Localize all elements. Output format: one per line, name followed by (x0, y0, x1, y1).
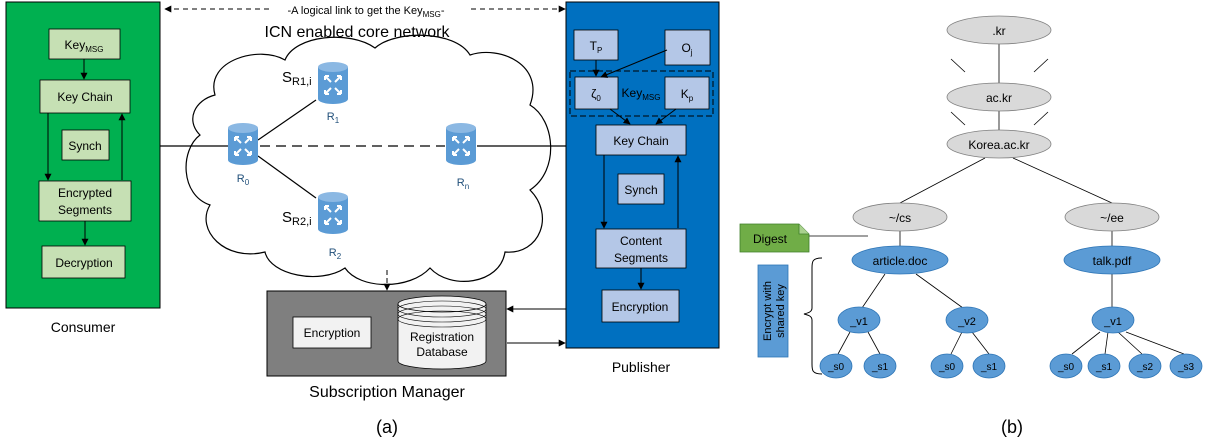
leaf-ee-s1 (1087, 353, 1121, 379)
consumer-key-chain-box (39, 79, 131, 114)
link-r0-r1 (257, 99, 317, 141)
publisher-key-chain-box (595, 124, 687, 156)
leaf-v1-s1 (863, 353, 897, 379)
tree-node-cs-v1-label: _v1 (849, 316, 868, 328)
tree-node-ee-v1-label: _v1 (1103, 316, 1122, 328)
publisher-kp-box (664, 76, 710, 110)
tree-node-talk (1063, 245, 1161, 275)
consumer-encrypted-segments-box (38, 180, 132, 222)
tree-node-ee-v1 (1091, 306, 1135, 334)
publisher-content-segments-box (595, 228, 687, 269)
subscription-manager-label: Subscription Manager (309, 384, 465, 401)
encrypt-brace (803, 257, 823, 375)
leaf-ee-s3 (1169, 353, 1203, 379)
consumer-key-chain-label: Key Chain (57, 90, 112, 104)
leaf-ee-s2 (1128, 353, 1162, 379)
digest-label: Digest (753, 232, 788, 246)
logical-link-label: -A logical link to get the KeyMSG- (287, 5, 444, 19)
caption-b: (b) (1001, 417, 1023, 437)
caption-a: (a) (376, 417, 398, 437)
network-title: ICN enabled core network (265, 24, 451, 41)
consumer-encrypted-label: Encrypted (58, 186, 112, 200)
publisher-zeta-box (574, 76, 619, 110)
tree-edges (809, 44, 1185, 355)
leaf-v2-s0-label: _s0 (938, 362, 956, 373)
database-label-line1: Registration (410, 330, 474, 344)
database-label-line2: Database (416, 345, 468, 359)
tree-node-ee-label: ~/ee (1100, 211, 1124, 225)
publisher-synch-box (617, 173, 665, 205)
leaf-v1-s1-label: _s1 (871, 362, 889, 373)
publisher-keymsg-label: KeyMSG (622, 86, 661, 102)
consumer-synch-box (61, 129, 110, 161)
leaf-v2-s1 (972, 353, 1006, 379)
leaf-v2-s1-label: _s1 (980, 362, 998, 373)
publisher-zeta-label: ζ0 (591, 87, 601, 103)
tree-node-cs-v2 (945, 306, 989, 334)
leaf-ee-s1-label: _s1 (1095, 362, 1113, 373)
router-r0-icon (227, 122, 259, 166)
router-r0-label: R0 (237, 173, 250, 187)
tree-node-article-label: article.doc (873, 254, 928, 268)
manager-encryption-box (292, 316, 372, 349)
leaf-v1-s0-label: _s0 (827, 362, 845, 373)
tree-node-cs (852, 202, 948, 232)
router-rn-label: Rn (457, 177, 469, 191)
publisher-oj-label: Oj (681, 41, 692, 57)
consumer-keymsg-label: KeyMSG (65, 38, 104, 54)
tree-node-ackr-label: ac.kr (986, 91, 1012, 105)
tree-node-ackr (946, 82, 1052, 112)
leaf-v2-s0 (930, 353, 964, 379)
consumer-segments-label: Segments (58, 203, 112, 217)
publisher-label: Publisher (612, 359, 671, 375)
leaf-ee-s0 (1049, 353, 1083, 379)
consumer-label: Consumer (51, 319, 116, 335)
router-rn-icon (445, 122, 477, 166)
publisher-synch-label: Synch (624, 183, 657, 197)
registration-database-icon (397, 295, 487, 370)
consumer-decryption-box (41, 245, 126, 279)
icn-cloud (185, 34, 552, 285)
leaf-ee-s0-label: _s0 (1057, 362, 1075, 373)
tree-node-cs-v2-label: _v2 (957, 316, 976, 328)
encrypt-shared-key-box (757, 264, 789, 358)
publisher-encryption-box (601, 289, 680, 323)
publisher-segments-label: Segments (614, 251, 668, 265)
publisher-tp-box (573, 29, 619, 61)
encrypt-label-line2: shared key (775, 284, 787, 338)
publisher-encryption-label: Encryption (612, 300, 669, 314)
consumer-synch-label: Synch (68, 139, 101, 153)
tree-node-kr-label: .kr (992, 24, 1005, 38)
tree-node-article (851, 245, 949, 275)
tree-node-korea (946, 129, 1052, 159)
publisher-tp-label: TP (590, 39, 603, 55)
tree-node-korea-label: Korea.ac.kr (968, 138, 1029, 152)
link-r0-r2 (257, 155, 317, 199)
leaf-ee-s3-label: _s3 (1177, 362, 1195, 373)
router-r1-icon (317, 61, 349, 105)
tree-decor-lines (950, 58, 1049, 126)
router-r1-label: R1 (327, 111, 340, 125)
publisher-content-label: Content (620, 234, 663, 248)
publisher-keymsg-group (569, 70, 714, 117)
tree-node-cs-label: ~/cs (889, 211, 911, 225)
publisher-oj-box (664, 29, 711, 66)
digest-note (739, 223, 810, 253)
router-r2-label: R2 (329, 247, 342, 261)
publisher-key-chain-label: Key Chain (613, 134, 668, 148)
tree-node-talk-label: talk.pdf (1093, 254, 1132, 268)
encrypt-label-line1: Encrypt with (762, 281, 774, 341)
router-r2-icon (317, 191, 349, 235)
sr1-label: SR1,i (282, 69, 312, 88)
tree-node-ee (1064, 202, 1160, 232)
tree-node-kr (946, 15, 1052, 45)
sr2-label: SR2,i (282, 209, 312, 228)
publisher-kp-label: Kp (681, 87, 694, 103)
consumer-decryption-label: Decryption (55, 256, 112, 270)
manager-encryption-label: Encryption (304, 326, 361, 340)
leaf-ee-s2-label: _s2 (1136, 362, 1154, 373)
leaf-v1-s0 (819, 353, 853, 379)
tree-node-cs-v1 (837, 306, 881, 334)
